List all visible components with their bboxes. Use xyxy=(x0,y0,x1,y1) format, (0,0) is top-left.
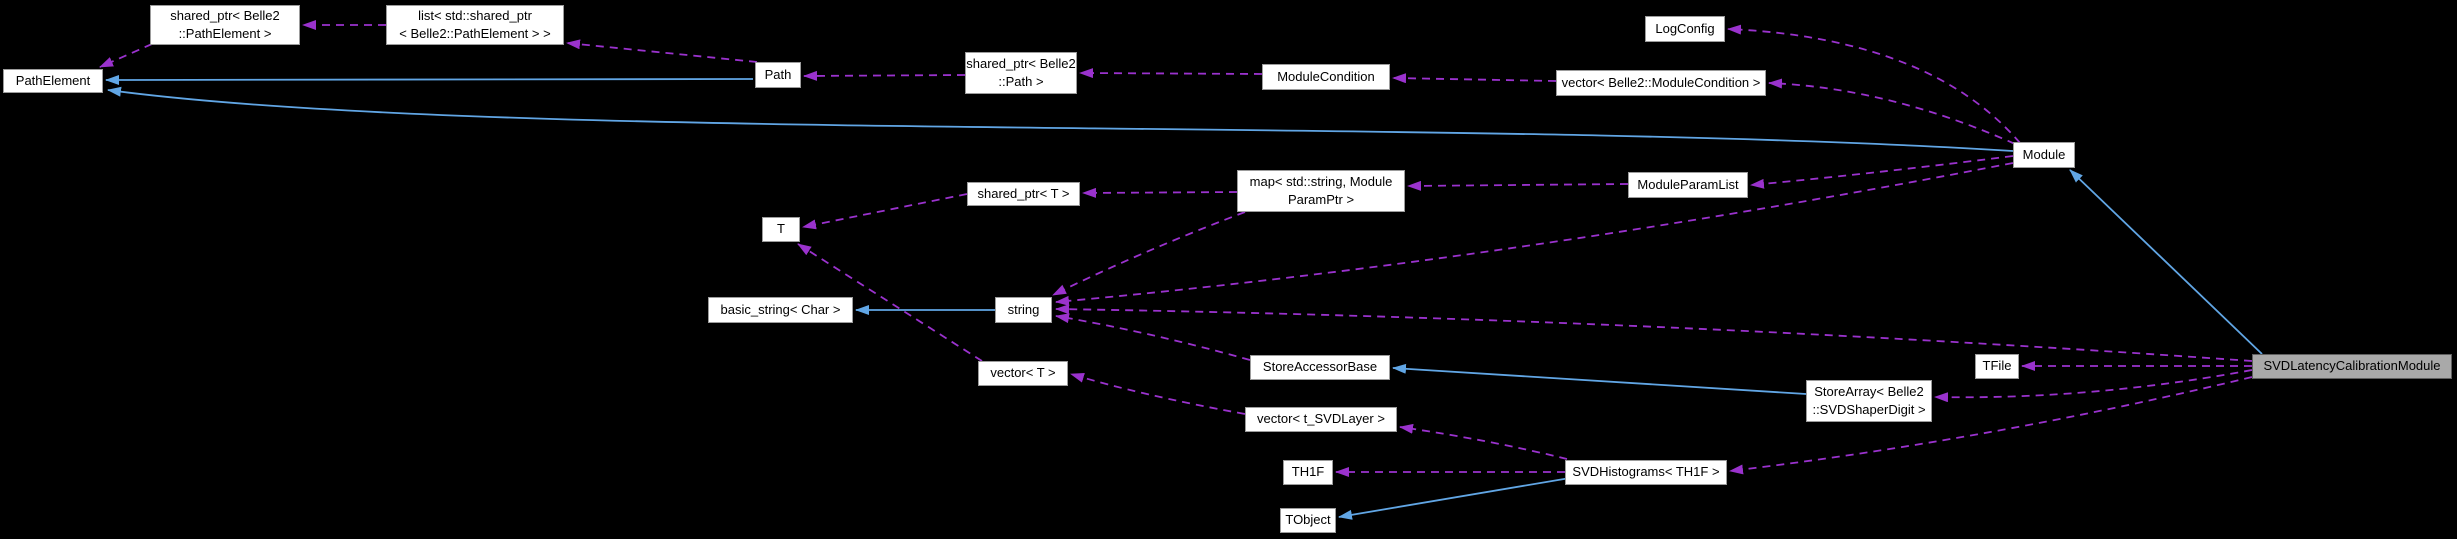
node-label: basic_string< Char > xyxy=(720,301,841,317)
node-string[interactable]: string xyxy=(995,297,1052,323)
node-label: Module xyxy=(2022,146,2066,162)
node-sp-path[interactable]: shared_ptr< Belle2::Path > xyxy=(965,52,1077,94)
node-label: LogConfig xyxy=(1655,20,1715,36)
node-list-sp-pathelement[interactable]: list< std::shared_ptr< Belle2::PathEleme… xyxy=(386,5,564,45)
node-modulecondition[interactable]: ModuleCondition xyxy=(1262,64,1390,90)
edge-vector-t-svdlayer-to-vector-t xyxy=(1070,373,1246,415)
node-tobject[interactable]: TObject xyxy=(1280,508,1336,533)
node-t[interactable]: T xyxy=(762,217,800,242)
node-tfile[interactable]: TFile xyxy=(1975,354,2019,379)
edge-moduleparamlist-to-map-string-moduleparamptr xyxy=(1407,180,1629,191)
node-label: ::Path > xyxy=(998,74,1044,89)
node-vector-modulecondition[interactable]: vector< Belle2::ModuleCondition > xyxy=(1556,70,1766,96)
node-moduleparamlist[interactable]: ModuleParamList xyxy=(1628,172,1748,198)
edge-vector-modulecondition-to-modulecondition xyxy=(1392,73,1557,84)
edge-map-string-moduleparamptr-to-sp-t xyxy=(1082,187,1238,198)
edge-svdhistograms-th1f-to-tobject xyxy=(1338,477,1571,520)
node-label: PathElement xyxy=(15,72,91,88)
node-label: list< std::shared_ptr xyxy=(418,7,532,23)
edge-svdhistograms-th1f-to-vector-t-svdlayer xyxy=(1399,423,1568,460)
node-label: vector< t_SVDLayer > xyxy=(1257,411,1385,427)
node-storearray-svdshaperdigit[interactable]: StoreArray< Belle2::SVDShaperDigit > xyxy=(1806,380,1932,422)
node-th1f[interactable]: TH1F xyxy=(1283,460,1333,485)
node-label: SVDLatencyCalibrationModule xyxy=(2263,358,2441,374)
edge-map-string-moduleparamptr-to-string xyxy=(1052,211,1246,296)
node-label: TFile xyxy=(1982,358,2012,374)
edge-sp-path-to-path xyxy=(803,70,966,81)
node-storeaccessorbase[interactable]: StoreAccessorBase xyxy=(1250,355,1390,380)
edge-svdlatencycalibrationmodule-to-module xyxy=(2069,169,2263,355)
node-label: shared_ptr< Belle2 xyxy=(170,7,280,23)
edge-svdlatencycalibrationmodule-to-string xyxy=(1055,304,2253,362)
node-svdlatencycalibrationmodule: SVDLatencyCalibrationModule xyxy=(2252,354,2452,379)
node-label: T xyxy=(777,221,785,237)
node-label: Path xyxy=(764,66,792,82)
edge-sp-t-to-t xyxy=(802,193,968,230)
node-vector-t-svdlayer[interactable]: vector< t_SVDLayer > xyxy=(1245,407,1397,432)
node-label: vector< Belle2::ModuleCondition > xyxy=(1561,74,1761,90)
edge-module-to-string xyxy=(1055,162,2014,306)
node-sp-t[interactable]: shared_ptr< T > xyxy=(967,182,1080,206)
node-label: string xyxy=(1007,301,1040,317)
node-label: TH1F xyxy=(1291,464,1325,480)
edge-module-to-vector-modulecondition xyxy=(1768,78,2016,145)
edge-modulecondition-to-sp-path xyxy=(1079,68,1263,79)
node-label: ::SVDShaperDigit > xyxy=(1812,402,1926,417)
edge-module-to-pathelement xyxy=(107,86,2014,152)
node-label: ModuleCondition xyxy=(1277,68,1375,84)
node-logconfig[interactable]: LogConfig xyxy=(1645,16,1725,42)
node-pathelement[interactable]: PathElement xyxy=(3,69,103,93)
node-basic-string-char[interactable]: basic_string< Char > xyxy=(708,297,853,323)
node-label: map< std::string, Module xyxy=(1249,173,1393,189)
node-module[interactable]: Module xyxy=(2013,142,2075,168)
node-label: vector< T > xyxy=(990,365,1056,381)
node-label: ParamPtr > xyxy=(1287,192,1355,207)
edge-module-to-moduleparamlist xyxy=(1750,155,2014,189)
node-label: StoreArray< Belle2 xyxy=(1814,383,1924,399)
node-label: < Belle2::PathElement > > xyxy=(399,26,551,41)
node-label: StoreAccessorBase xyxy=(1262,359,1378,375)
node-path[interactable]: Path xyxy=(755,62,801,88)
node-label: shared_ptr< Belle2 xyxy=(966,55,1076,71)
edge-path-to-list-sp-pathelement xyxy=(566,39,758,63)
edge-sp-pathelement-to-pathelement xyxy=(99,43,153,68)
edge-storeaccessorbase-to-string xyxy=(1055,313,1251,361)
node-label: ::PathElement > xyxy=(178,26,272,41)
edge-svdlatencycalibrationmodule-to-storearray-svdshaperdigit xyxy=(1934,369,2253,403)
edge-path-to-pathelement xyxy=(105,74,754,85)
node-label: SVDHistograms< TH1F > xyxy=(1572,464,1720,480)
node-label: ModuleParamList xyxy=(1637,176,1739,192)
edge-storearray-svdshaperdigit-to-storeaccessorbase xyxy=(1392,363,1807,395)
node-vector-t[interactable]: vector< T > xyxy=(978,361,1068,386)
edge-module-to-logconfig xyxy=(1727,24,2021,144)
node-svdhistograms-th1f[interactable]: SVDHistograms< TH1F > xyxy=(1565,460,1727,485)
node-label: shared_ptr< T > xyxy=(977,185,1070,201)
node-label: TObject xyxy=(1285,512,1331,528)
edge-svdlatencycalibrationmodule-to-svdhistograms-th1f xyxy=(1729,376,2253,475)
node-sp-pathelement[interactable]: shared_ptr< Belle2::PathElement > xyxy=(150,5,300,45)
